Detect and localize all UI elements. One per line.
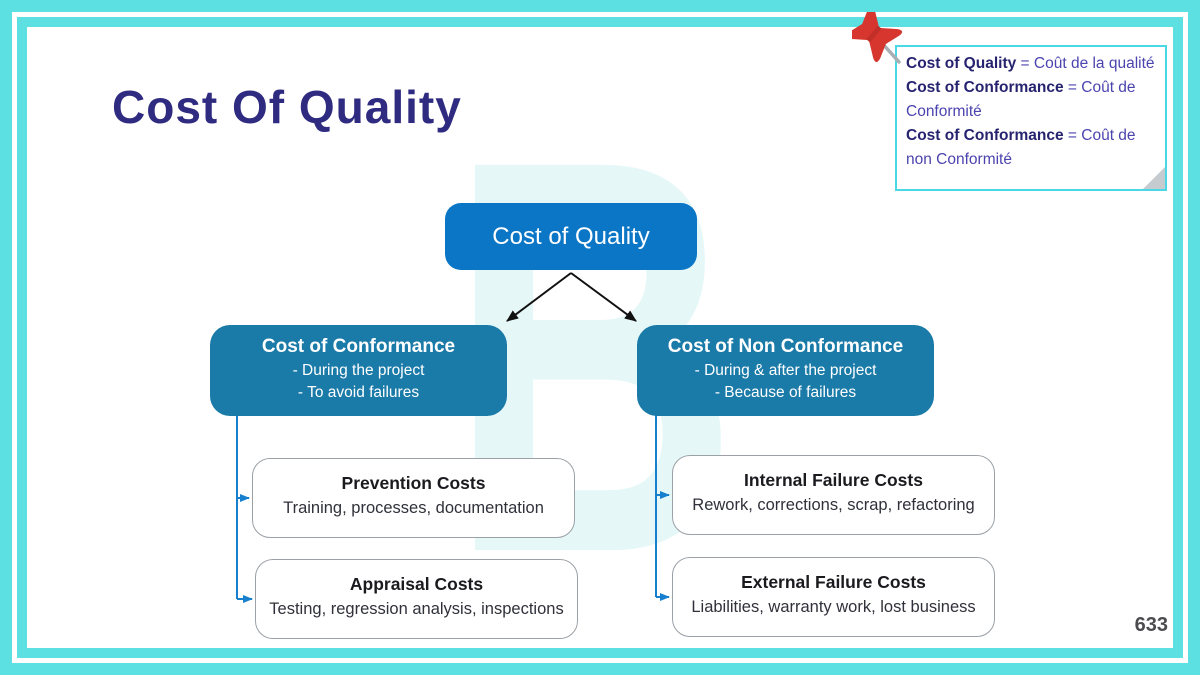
root-box-cost-of-quality: Cost of Quality (445, 203, 697, 270)
note-term: Cost of Quality (906, 55, 1017, 72)
branch-point: - To avoid failures (297, 384, 420, 401)
note-definition: = Coût de non Conformité (906, 127, 1136, 168)
note-fold-corner (1143, 167, 1165, 189)
pushpin-icon (852, 12, 903, 64)
leaf-description: Rework, corrections, scrap, refactoring (692, 496, 975, 514)
page-title: Cost Of Quality (112, 81, 462, 133)
translation-note: Cost of Quality = Coût de la qualité Cos… (895, 45, 1167, 191)
note-line: Cost of Conformance = Coût de Conformité (906, 76, 1156, 124)
branch-title: Cost of Conformance (261, 336, 456, 357)
root-box-label: Cost of Quality (492, 222, 650, 250)
page-number: 633 (1134, 614, 1168, 636)
leaf-title: Prevention Costs (341, 473, 486, 493)
note-line: Cost of Quality = Coût de la qualité (906, 52, 1156, 76)
note-term: Cost of Conformance (906, 127, 1064, 144)
leaf-description: Training, processes, documentation (283, 499, 544, 517)
leaf-box-appraisal-costs: Appraisal Costs Testing, regression anal… (255, 559, 578, 639)
arrow-root-to-nonconformance (570, 272, 637, 322)
branch-point: - During the project (292, 362, 425, 379)
note-definition: = Coût de Conformité (906, 79, 1136, 120)
note-term: Cost of Conformance (906, 79, 1064, 96)
leaf-description: Testing, regression analysis, inspection… (269, 600, 564, 618)
arrow-root-to-conformance (506, 272, 572, 322)
branch-box-conformance: Cost of Conformance - During the project… (210, 325, 507, 416)
branch-point: - Because of failures (714, 384, 857, 401)
leaf-title: Appraisal Costs (349, 574, 484, 594)
leaf-title: Internal Failure Costs (744, 470, 923, 490)
leaf-box-internal-failure-costs: Internal Failure Costs Rework, correctio… (672, 455, 995, 535)
leaf-box-prevention-costs: Prevention Costs Training, processes, do… (252, 458, 575, 538)
leaf-box-external-failure-costs: External Failure Costs Liabilities, warr… (672, 557, 995, 637)
leaf-description: Liabilities, warranty work, lost busines… (691, 598, 976, 616)
branch-title: Cost of Non Conformance (667, 336, 904, 357)
note-line: Cost of Conformance = Coût de non Confor… (906, 124, 1156, 172)
branch-box-non-conformance: Cost of Non Conformance - During & after… (637, 325, 934, 416)
leaf-title: External Failure Costs (741, 572, 926, 592)
note-definition: = Coût de la qualité (1016, 55, 1155, 72)
branch-point: - During & after the project (694, 362, 877, 379)
